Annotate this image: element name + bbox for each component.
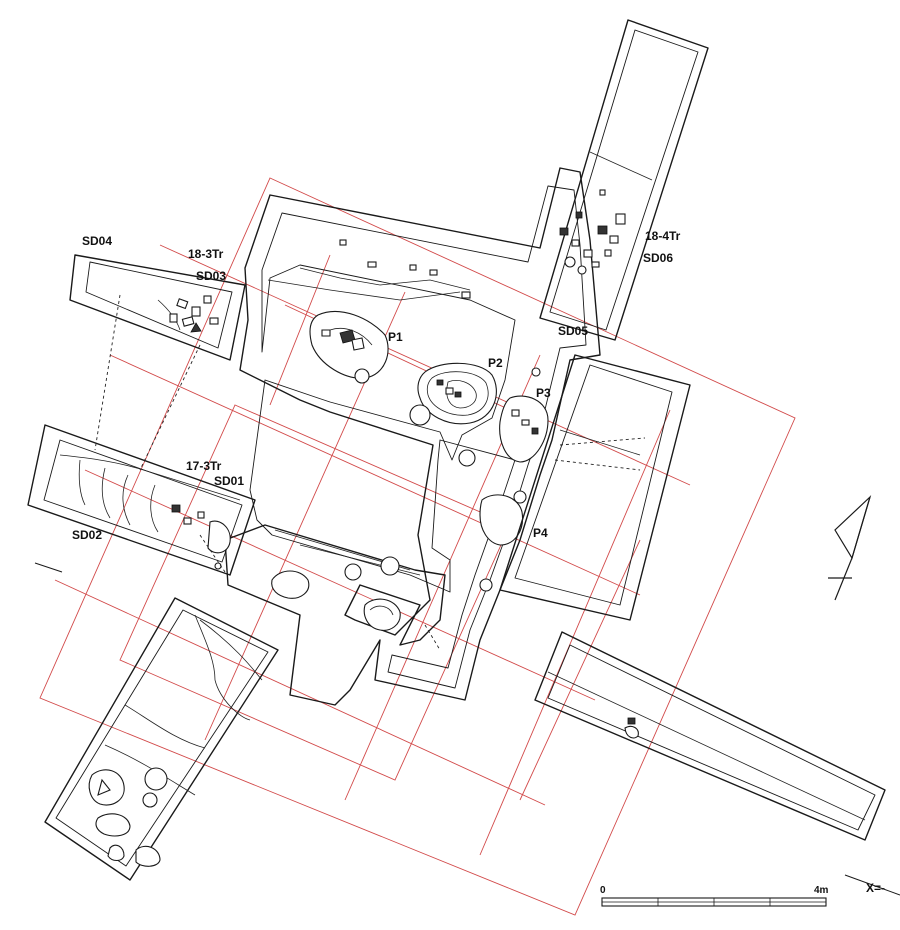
stone-cluster-sd06 bbox=[559, 189, 626, 275]
label-sd05: SD05 bbox=[558, 324, 588, 338]
label-18-4tr: 18-4Tr bbox=[645, 229, 681, 243]
trench-lower-right bbox=[534, 631, 886, 841]
coordinate-marker: X=- bbox=[34, 562, 900, 896]
scale-end-label: 4m bbox=[814, 885, 829, 896]
label-p3: P3 bbox=[536, 386, 551, 400]
trench-lower-left bbox=[44, 597, 279, 881]
label-p2: P2 bbox=[488, 356, 503, 370]
dashed-alignment bbox=[94, 294, 441, 651]
trench-right bbox=[499, 354, 691, 621]
label-17-3tr: 17-3Tr bbox=[186, 459, 222, 473]
scale-start-label: 0 bbox=[600, 885, 606, 896]
feature-labels: SD04 18-3Tr SD03 18-4Tr SD06 SD05 P1 P2 … bbox=[72, 229, 681, 542]
pit-p1 bbox=[309, 310, 389, 384]
trench-18-3tr bbox=[69, 254, 246, 361]
label-sd01: SD01 bbox=[214, 474, 244, 488]
stone-cluster-sd03 bbox=[169, 295, 219, 333]
label-p1: P1 bbox=[388, 330, 403, 344]
stone-cluster-sd01 bbox=[171, 504, 231, 570]
north-arrow-icon bbox=[828, 495, 872, 601]
label-sd02: SD02 bbox=[72, 528, 102, 542]
pit-p2 bbox=[409, 362, 497, 426]
label-p4: P4 bbox=[533, 526, 548, 540]
scale-bar: 0 4m bbox=[600, 885, 829, 907]
trench-17-3tr bbox=[27, 424, 256, 576]
label-18-3tr: 18-3Tr bbox=[188, 247, 224, 261]
label-sd06: SD06 bbox=[643, 251, 673, 265]
pit-p4 bbox=[458, 449, 527, 592]
label-sd03: SD03 bbox=[196, 269, 226, 283]
coordinate-label: X=- bbox=[866, 881, 885, 895]
trench-18-4tr bbox=[539, 19, 709, 341]
label-sd04: SD04 bbox=[82, 234, 112, 248]
pit-p3 bbox=[499, 367, 549, 463]
main-enclosure bbox=[224, 167, 601, 706]
post-holes bbox=[271, 556, 401, 631]
